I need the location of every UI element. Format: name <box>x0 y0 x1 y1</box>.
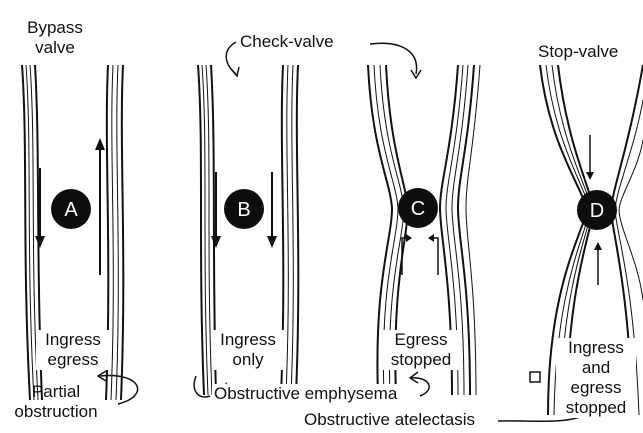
arrow-b-right <box>267 172 277 248</box>
label-c-stopped: stopped <box>382 350 460 370</box>
label-a-egress: egress <box>38 350 108 370</box>
label-d-ingress-egress-stopped: Ingress and egress stopped <box>556 338 636 418</box>
arrow-a-down <box>35 168 45 248</box>
partial-line1: Partial <box>6 382 106 402</box>
obstructive-atelectasis-caption: Obstructive atelectasis <box>302 410 477 430</box>
label-d-egress: egress <box>558 378 634 398</box>
label-b-ingress-only: Ingress only <box>212 330 284 370</box>
label-a-ingress-egress: Ingress egress <box>36 330 110 370</box>
label-c-egress-stopped: Egress stopped <box>380 330 462 370</box>
marker-a: A <box>51 189 91 229</box>
check-valve-title: Check-valve <box>240 32 334 52</box>
partial-obstruction-caption: Partial obstruction <box>6 382 106 422</box>
arrows-c-up <box>402 234 438 275</box>
marker-b-label: B <box>237 199 250 221</box>
obstructive-emphysema-caption: Obstructive emphysema <box>212 384 399 404</box>
partial-line2: obstruction <box>6 402 106 422</box>
arrow-b-left <box>211 172 221 248</box>
label-d-and: and <box>558 358 634 378</box>
marker-a-label: A <box>64 199 78 221</box>
bypass-title-line1: Bypass <box>10 18 100 38</box>
label-b-ingress: Ingress <box>214 330 282 350</box>
marker-d-label: D <box>590 200 604 222</box>
label-d-stopped: stopped <box>558 398 634 418</box>
label-d-ingress: Ingress <box>558 338 634 358</box>
label-a-ingress: Ingress <box>38 330 108 350</box>
stop-valve-title: Stop-valve <box>538 42 618 62</box>
label-b-only: only <box>214 350 282 370</box>
marker-c: C <box>398 188 438 228</box>
bypass-valve-title: Bypass valve <box>10 18 100 58</box>
marker-c-label: C <box>411 198 425 220</box>
marker-b: B <box>224 189 264 229</box>
bypass-title-line2: valve <box>10 38 100 58</box>
arrow-a-up <box>95 138 105 275</box>
label-c-egress: Egress <box>382 330 460 350</box>
marker-d: D <box>577 190 617 230</box>
